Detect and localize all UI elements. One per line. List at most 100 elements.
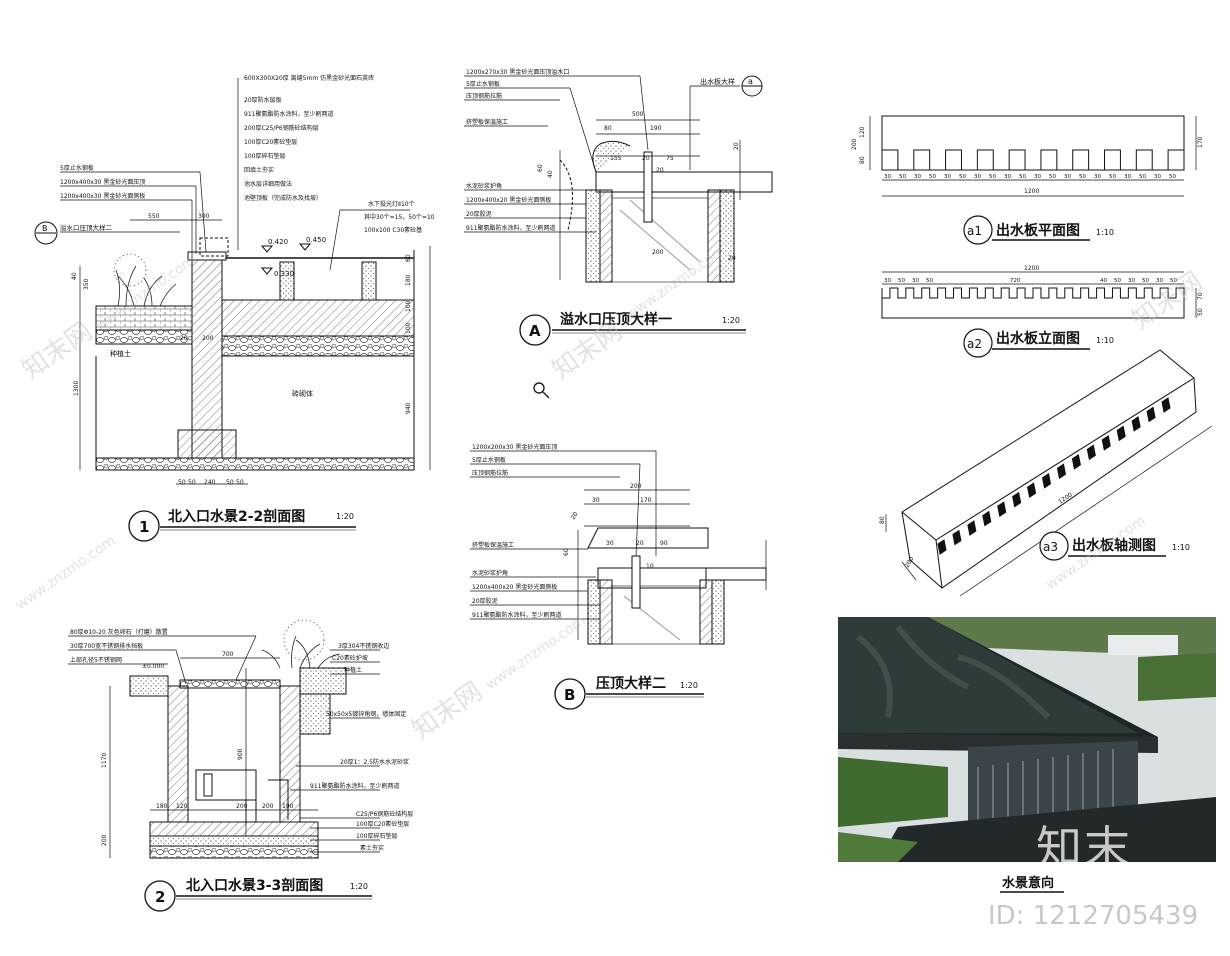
a1-side-3: 170 bbox=[1197, 136, 1204, 148]
section-b-marker: B bbox=[564, 686, 575, 704]
a1-plan-drawing bbox=[869, 115, 1197, 197]
section-b-title: 压顶大样二 bbox=[596, 675, 666, 692]
a2-dim-7: 30 bbox=[1128, 278, 1135, 284]
s2-dim-4: 180 bbox=[156, 803, 168, 810]
a3-scale: 1:10 bbox=[1172, 543, 1190, 552]
section-b-scale: 1:20 bbox=[680, 681, 698, 690]
sa-dim-10: 40 bbox=[547, 170, 554, 178]
s2-dim-7: 100 bbox=[282, 803, 294, 810]
sa-low-0: 水泥砂浆护角 bbox=[466, 182, 502, 190]
a3-slot-0 bbox=[937, 539, 947, 555]
sb-dim-8: 60 bbox=[563, 548, 570, 556]
section-1-labels: B 溢水口压顶大样二 600X300X20厚 离缝5mm 仿黑金砂光面石英砖 2… bbox=[42, 74, 435, 542]
sa-dim-1: 80 bbox=[604, 125, 612, 132]
sb-dim-4: 30 bbox=[606, 540, 614, 547]
section-b-labels: 1200x200x30 黑金砂光面压顶 5厚止水钢板 压顶钢筋拉筋 挤塑板保温施… bbox=[472, 443, 704, 710]
s2-dim-6: 200 bbox=[236, 803, 248, 810]
a1-dim-2: 30 bbox=[914, 174, 921, 180]
s2-right-9: 素土夯实 bbox=[360, 844, 384, 852]
section-1-overflow-label: 溢水口压顶大样二 bbox=[60, 223, 113, 232]
a2-dim-2: 30 bbox=[912, 278, 919, 284]
sa-dim-4: 20 bbox=[642, 155, 650, 162]
s1-left-note-2: 1200x400x30 黑金砂光面侧板 bbox=[60, 192, 145, 200]
sb-low-2: 1200x400x20 黑金砂光面侧板 bbox=[472, 583, 557, 591]
a1-dim-11: 50 bbox=[1049, 174, 1056, 180]
a1-dim-13: 50 bbox=[1079, 174, 1086, 180]
sb-note-1: 5厚止水钢板 bbox=[472, 456, 506, 464]
sa-low-1: 1200x400x20 黑金砂光面侧板 bbox=[466, 196, 551, 204]
s2-right-1: C20素砼护坡 bbox=[332, 654, 368, 662]
a1-dim-10: 30 bbox=[1034, 174, 1041, 180]
sa-note-2: 挤塑板保温施工 bbox=[466, 118, 508, 126]
a2-scale: 1:10 bbox=[1096, 336, 1114, 345]
s2-dim-1: 1170 bbox=[101, 753, 108, 768]
s2-right-8: 100厚碎石垫层 bbox=[356, 832, 397, 840]
s2-right-7: 100厚C20素砼垫层 bbox=[356, 820, 409, 828]
sa-dim-0: 500 bbox=[632, 111, 644, 118]
s1-dim-10: 100 bbox=[405, 322, 412, 334]
s1-note-5: 100厚碎石垫层 bbox=[244, 152, 285, 160]
s1-dim-7: 60 bbox=[405, 254, 412, 262]
a1-dim-6: 30 bbox=[974, 174, 981, 180]
a3-slot-12 bbox=[1116, 425, 1126, 442]
sb-low-1: 水泥砂浆护角 bbox=[472, 569, 508, 577]
a3-slot-10 bbox=[1086, 444, 1096, 461]
a3-slot-5 bbox=[1012, 491, 1022, 508]
a2-dim-10: 50 bbox=[1170, 278, 1177, 284]
section-2-number: 2 bbox=[155, 888, 165, 906]
s1-note-0: 600X300X20厚 离缝5mm 仿黑金砂光面石英砖 bbox=[244, 74, 374, 82]
watermark-brand-3: 知末网 bbox=[407, 676, 488, 745]
s2-right-5: 911聚氨酯防水涂料，至少刷两道 bbox=[310, 782, 399, 790]
a3-slot-6 bbox=[1027, 482, 1037, 499]
a2-dim-1: 50 bbox=[898, 278, 905, 284]
section-1-title: 北入口水景2-2剖面图 bbox=[168, 508, 305, 525]
a2-side-1: 50 bbox=[1197, 308, 1204, 316]
a1-dim-5: 50 bbox=[959, 174, 966, 180]
a3-slot-1 bbox=[952, 529, 962, 546]
section-a-title: 溢水口压顶大样一 bbox=[560, 311, 672, 328]
sa-low-2: 20厚胶泥 bbox=[466, 210, 492, 218]
a2-total: 1200 bbox=[1024, 265, 1039, 272]
s1-dim-11: 940 bbox=[405, 402, 412, 414]
s1-elev-2: 0.330 bbox=[274, 270, 294, 278]
a3-dim-1: 80 bbox=[879, 516, 886, 524]
s1-dim-9: 100 bbox=[405, 300, 412, 312]
watermark-site-4: www.znzmo.com bbox=[13, 533, 118, 613]
s2-dim-5: 120 bbox=[176, 803, 188, 810]
a1-dim-9: 50 bbox=[1019, 174, 1026, 180]
s1-note-2: 911聚氨酯防水涂料，至少刷两道 bbox=[244, 110, 333, 118]
a1-side-1: 80 bbox=[859, 156, 866, 164]
sa-dim-9: 60 bbox=[537, 164, 544, 172]
a1-scale: 1:10 bbox=[1096, 228, 1114, 237]
s1-note-7: 池水层详细用做法 bbox=[244, 180, 292, 188]
a3-tag: a3 bbox=[1043, 540, 1058, 554]
sa-dim-3: 155 bbox=[610, 155, 622, 162]
a1-dim-19: 50 bbox=[1169, 174, 1176, 180]
s1-dim-14: 240 bbox=[204, 479, 216, 486]
a1-dim-0: 30 bbox=[884, 174, 891, 180]
a3-title: 出水板轴测图 bbox=[1072, 537, 1156, 554]
s1-dim-4: 40 bbox=[71, 272, 78, 280]
s1-elev-0: 0.420 bbox=[268, 238, 288, 246]
sb-dim-2: 170 bbox=[640, 497, 652, 504]
a3-slot-14 bbox=[1146, 406, 1156, 423]
section-1-drawing bbox=[34, 78, 431, 485]
a2-tag: a2 bbox=[967, 337, 982, 351]
s2-left-1: 30厚700宽不锈钢排水挡板 bbox=[70, 642, 143, 650]
s2-dim-8: 200 bbox=[262, 803, 274, 810]
a2-elevation-drawing bbox=[881, 271, 1197, 319]
sa-top-note: 1200x270x30 黑金砂光面压顶溢水口 bbox=[466, 68, 569, 76]
a1-dim-7: 50 bbox=[989, 174, 996, 180]
s1-note-1: 20厚防水层板 bbox=[244, 96, 282, 104]
s1-elev-1: 0.450 bbox=[306, 236, 326, 244]
sa-dim-8: 20 bbox=[728, 255, 736, 262]
a1-side-0: 120 bbox=[859, 126, 866, 138]
a1-title: 出水板平面图 bbox=[996, 222, 1080, 239]
s1-dim-12: 50 bbox=[178, 479, 186, 486]
a3-slot-9 bbox=[1071, 453, 1081, 470]
s1-note-3: 200厚C25/P6钢筋砼结构层 bbox=[244, 124, 319, 132]
s1-dim-3: 200 bbox=[202, 335, 214, 342]
a1-dim-4: 30 bbox=[944, 174, 951, 180]
